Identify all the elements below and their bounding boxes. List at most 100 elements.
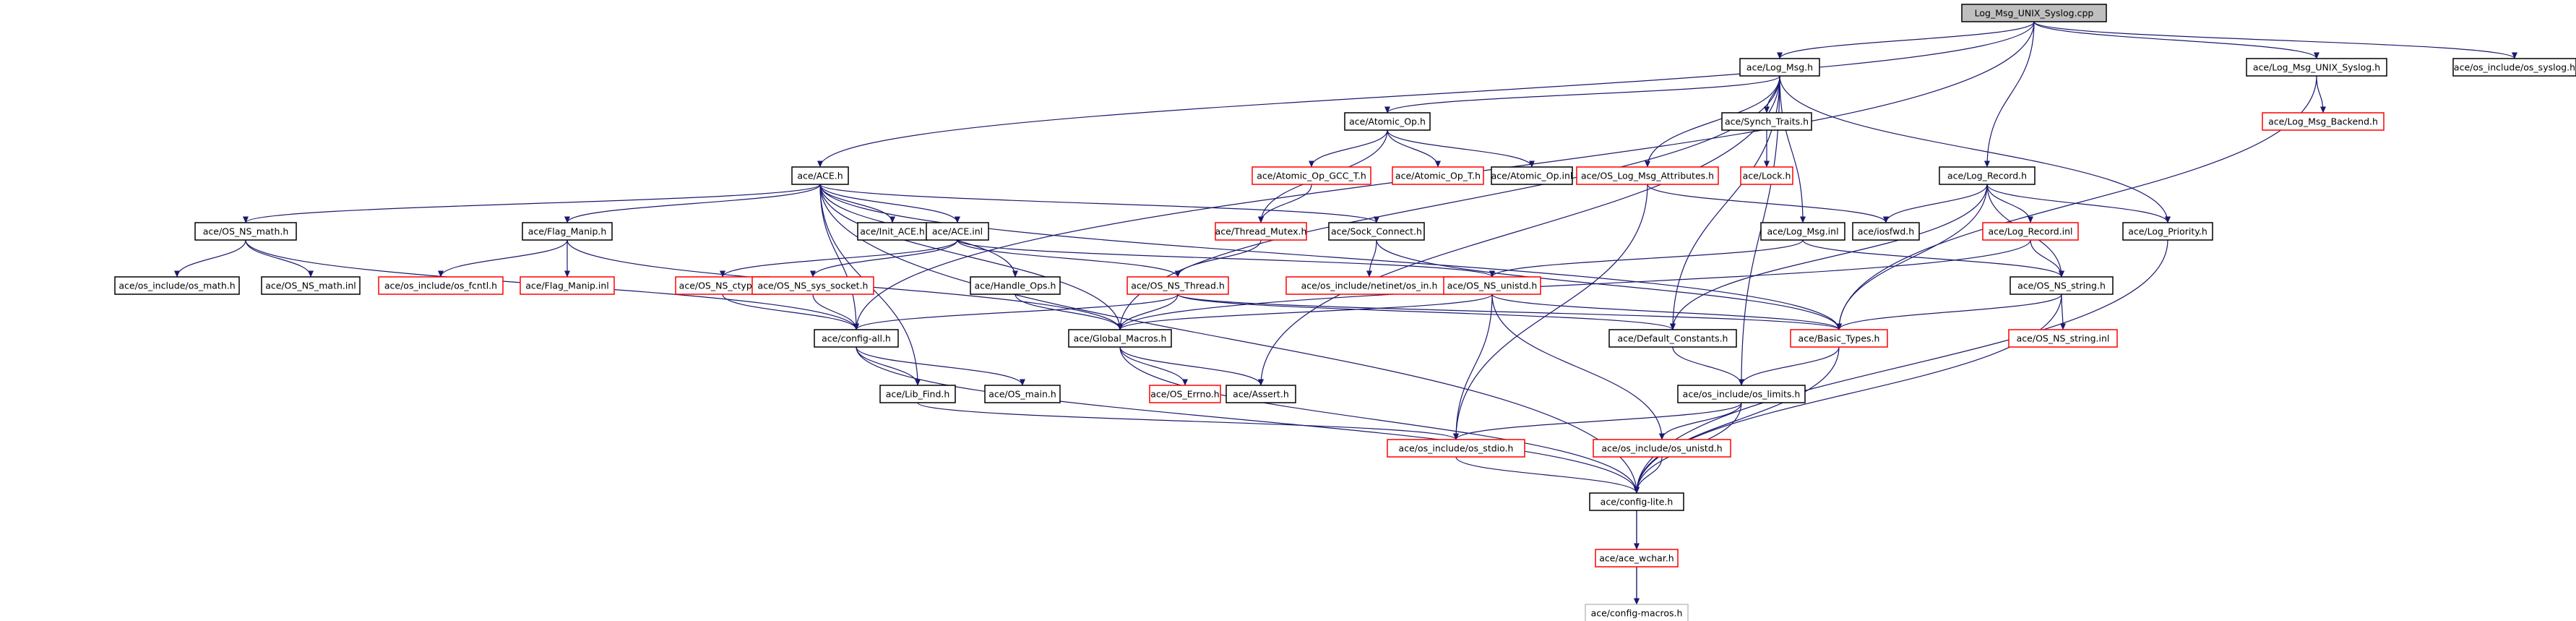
node-osinclmath[interactable]: ace/os_include/os_math.h [114,276,240,295]
node-oslimits[interactable]: ace/os_include/os_limits.h [1677,385,1806,403]
node-libfind[interactable]: ace/Lib_Find.h [879,385,956,403]
node-configmacros[interactable]: ace/config-macros.h [1585,604,1689,621]
node-box-logrecord[interactable] [1939,166,2036,185]
node-globalmacros[interactable]: ace/Global_Macros.h [1068,329,1172,348]
node-box-wchar[interactable] [1595,549,1679,568]
node-configlite[interactable]: ace/config-lite.h [1589,492,1684,511]
node-box-handleops[interactable] [970,276,1061,295]
node-atomic_inl[interactable]: ace/Atomic_Op.inl [1491,166,1573,185]
node-box-flagmanip[interactable] [522,222,613,241]
node-configall[interactable]: ace/config-all.h [814,329,899,348]
node-box-thrmutex[interactable] [1215,222,1307,241]
node-fcntl[interactable]: ace/os_include/os_fcntl.h [378,276,504,295]
node-osstring[interactable]: ace/OS_NS_string.h [2009,276,2114,295]
node-osmath[interactable]: ace/OS_NS_math.h [194,222,297,241]
node-unixsyslog[interactable]: ace/Log_Msg_UNIX_Syslog.h [2246,58,2387,77]
node-box-osmathinl[interactable] [261,276,361,295]
node-box-configmacros[interactable] [1585,604,1689,621]
node-box-logmsg[interactable] [1739,58,1820,77]
node-box-defconst[interactable] [1608,329,1737,348]
node-box-ossyslog[interactable] [2452,58,2576,77]
node-box-iosfwd[interactable] [1852,222,1920,241]
node-flaginl[interactable]: ace/Flag_Manip.inl [520,276,615,295]
node-box-osstdio[interactable] [1387,439,1525,458]
node-box-logprio[interactable] [2122,222,2213,241]
node-netin[interactable]: ace/os_include/netinet/os_in.h [1285,276,1453,295]
node-box-backend[interactable] [2262,112,2385,131]
node-box-lock[interactable] [1740,166,1793,185]
node-synch[interactable]: ace/Synch_Traits.h [1721,112,1812,131]
node-gcc_t[interactable]: ace/Atomic_Op_GCC_T.h [1252,166,1371,185]
node-msgattr[interactable]: ace/OS_Log_Msg_Attributes.h [1576,166,1719,185]
node-logmsginl[interactable]: ace/Log_Msg.inl [1760,222,1845,241]
node-box-configlite[interactable] [1589,492,1684,511]
node-label-ossyslog: ace/os_include/os_syslog.h [2454,62,2575,73]
node-osunistdh[interactable]: ace/os_include/os_unistd.h [1593,439,1731,458]
node-box-osinclmath[interactable] [114,276,240,295]
node-thrmutex[interactable]: ace/Thread_Mutex.h [1215,222,1307,241]
node-osmain[interactable]: ace/OS_main.h [984,385,1061,403]
node-box-synch[interactable] [1721,112,1812,131]
node-box-root[interactable] [1961,4,2107,22]
node-box-atomic[interactable] [1344,112,1431,131]
node-basictypes[interactable]: ace/Basic_Types.h [1790,329,1888,348]
node-box-globalmacros[interactable] [1068,329,1172,348]
node-box-osmath[interactable] [194,222,297,241]
node-iosfwd[interactable]: ace/iosfwd.h [1852,222,1920,241]
node-ossyslog[interactable]: ace/os_include/os_syslog.h [2452,58,2576,77]
node-box-fcntl[interactable] [378,276,504,295]
node-box-atomic_inl[interactable] [1491,166,1573,185]
node-osstringinl[interactable]: ace/OS_NS_string.inl [2008,329,2118,348]
node-logrecinl[interactable]: ace/Log_Record.inl [1982,222,2079,241]
node-box-osstring[interactable] [2009,276,2114,295]
node-initace[interactable]: ace/Init_ACE.h [857,222,928,241]
node-box-sockconn[interactable] [1328,222,1425,241]
node-unistd[interactable]: ace/OS_NS_unistd.h [1443,276,1541,295]
node-osstdio[interactable]: ace/os_include/os_stdio.h [1387,439,1525,458]
node-osmathinl[interactable]: ace/OS_NS_math.inl [261,276,361,295]
node-box-osstringinl[interactable] [2008,329,2118,348]
node-box-initace[interactable] [857,222,928,241]
node-ace_h[interactable]: ace/ACE.h [791,166,849,185]
node-aceinl[interactable]: ace/ACE.inl [926,222,989,241]
node-lock[interactable]: ace/Lock.h [1740,166,1793,185]
node-backend[interactable]: ace/Log_Msg_Backend.h [2262,112,2385,131]
node-box-flaginl[interactable] [520,276,615,295]
node-atomic_t[interactable]: ace/Atomic_Op_T.h [1392,166,1484,185]
edge-osstring-to-osstringinl [2059,294,2066,330]
node-assert[interactable]: ace/Assert.h [1225,385,1296,403]
node-box-aceinl[interactable] [926,222,989,241]
node-wchar[interactable]: ace/ace_wchar.h [1595,549,1679,568]
node-box-gcc_t[interactable] [1252,166,1371,185]
node-sockconn[interactable]: ace/Sock_Connect.h [1328,222,1425,241]
node-box-unistd[interactable] [1443,276,1541,295]
node-box-osthread[interactable] [1127,276,1229,295]
node-logmsg[interactable]: ace/Log_Msg.h [1739,58,1820,77]
node-box-basictypes[interactable] [1790,329,1888,348]
node-atomic[interactable]: ace/Atomic_Op.h [1344,112,1431,131]
node-box-logmsginl[interactable] [1760,222,1845,241]
node-box-atomic_t[interactable] [1392,166,1484,185]
node-box-oslimits[interactable] [1677,385,1806,403]
node-box-assert[interactable] [1225,385,1296,403]
node-syssock[interactable]: ace/OS_NS_sys_socket.h [751,276,874,295]
node-box-netin[interactable] [1285,276,1453,295]
node-box-libfind[interactable] [879,385,956,403]
node-handleops[interactable]: ace/Handle_Ops.h [970,276,1061,295]
node-box-syssock[interactable] [751,276,874,295]
node-oserrno[interactable]: ace/OS_Errno.h [1149,385,1221,403]
node-logprio[interactable]: ace/Log_Priority.h [2122,222,2213,241]
node-box-msgattr[interactable] [1576,166,1719,185]
node-logrecord[interactable]: ace/Log_Record.h [1939,166,2036,185]
node-osthread[interactable]: ace/OS_NS_Thread.h [1127,276,1229,295]
node-box-osmain[interactable] [984,385,1061,403]
node-box-osunistdh[interactable] [1593,439,1731,458]
node-box-logrecinl[interactable] [1982,222,2079,241]
node-box-ace_h[interactable] [791,166,849,185]
node-box-unixsyslog[interactable] [2246,58,2387,77]
node-defconst[interactable]: ace/Default_Constants.h [1608,329,1737,348]
node-flagmanip[interactable]: ace/Flag_Manip.h [522,222,613,241]
node-box-oserrno[interactable] [1149,385,1221,403]
node-box-configall[interactable] [814,329,899,348]
node-root[interactable]: Log_Msg_UNIX_Syslog.cpp [1961,4,2107,22]
